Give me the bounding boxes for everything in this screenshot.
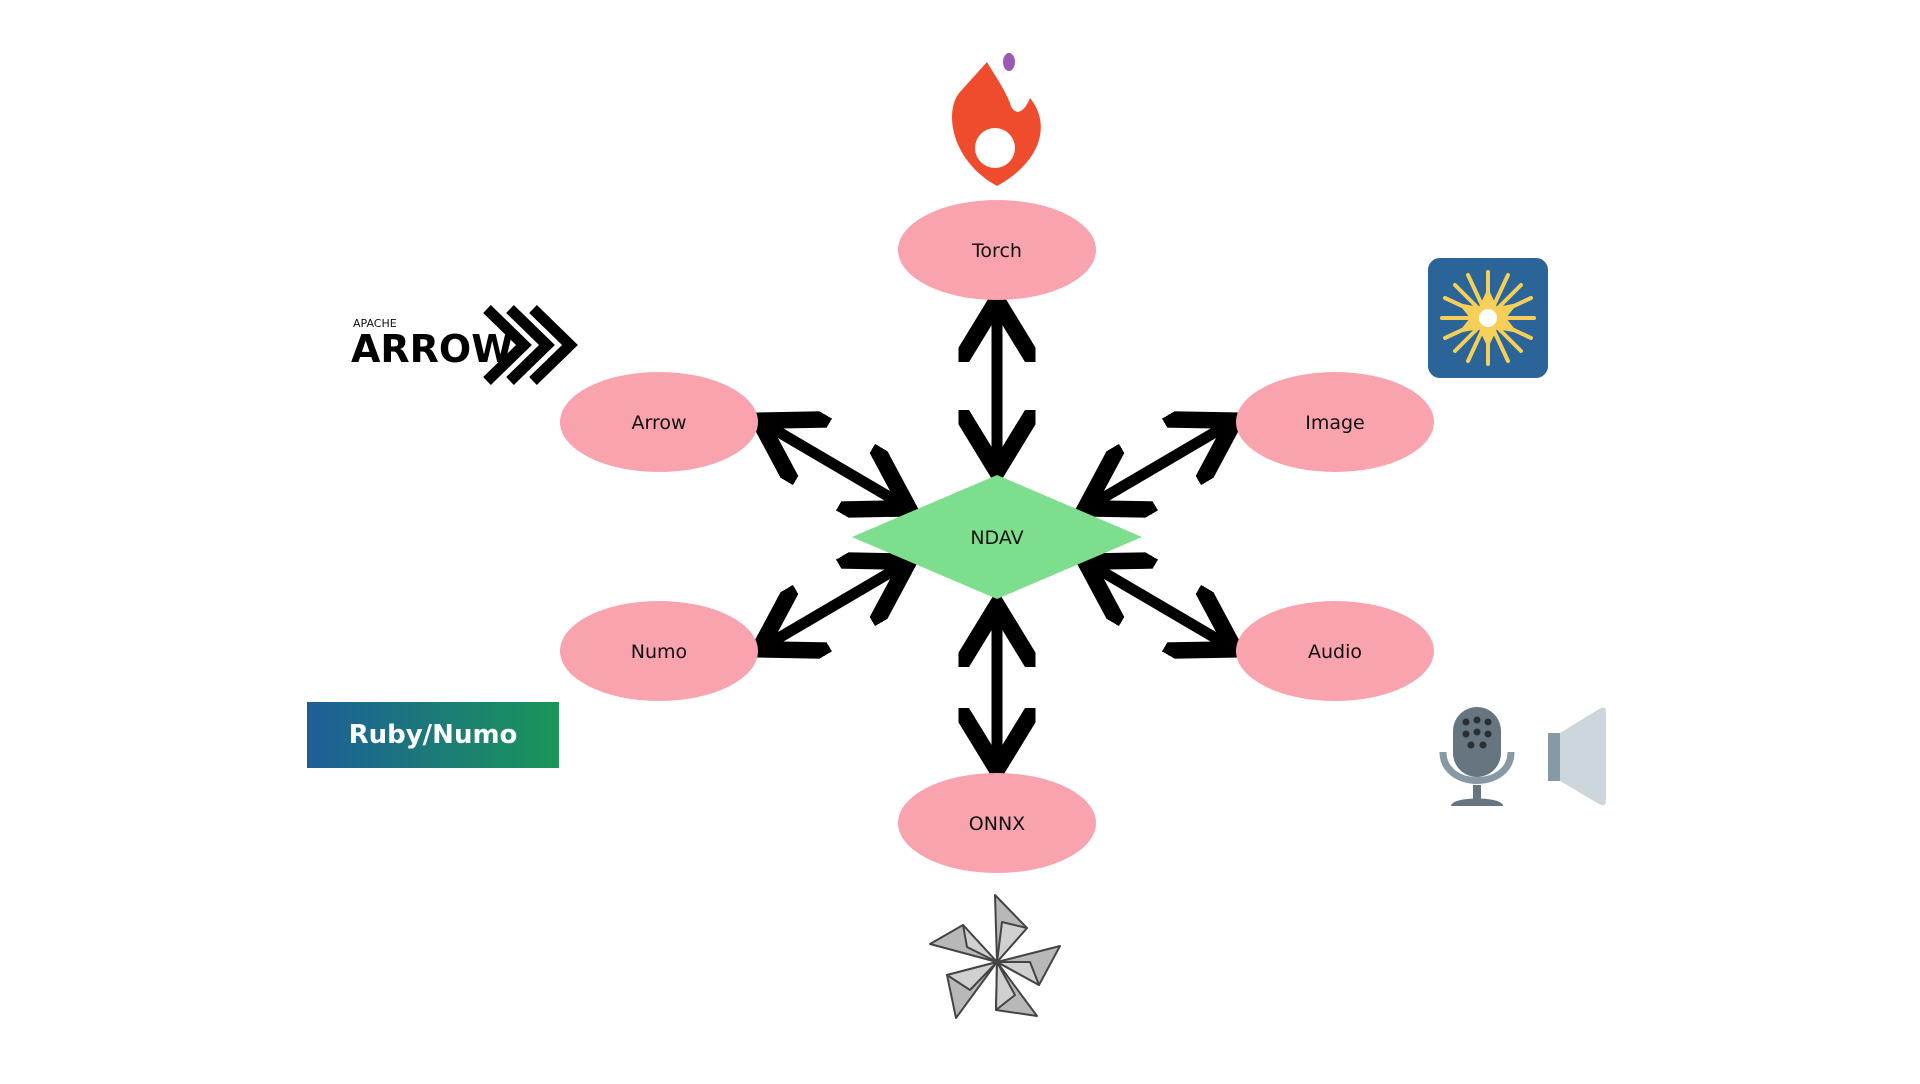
ndav-diamond bbox=[852, 475, 1142, 599]
node-onnx: ONNX bbox=[898, 773, 1096, 873]
onnx-pinwheel-icon bbox=[929, 894, 1061, 1019]
node-audio: Audio bbox=[1236, 601, 1434, 701]
node-image-ellipse bbox=[1236, 372, 1434, 472]
node-torch: Torch bbox=[898, 200, 1096, 300]
node-arrow-ellipse bbox=[560, 372, 758, 472]
ruby-numo-logo-text: Ruby/Numo bbox=[349, 720, 518, 750]
node-image-label: Image bbox=[1305, 412, 1365, 434]
arrow-image-ndav bbox=[1091, 424, 1229, 505]
apache-arrow-logo-big: ARROW bbox=[351, 327, 513, 371]
chevrons-icon bbox=[483, 305, 578, 385]
apache-arrow-logo: APACHE ARROW bbox=[351, 305, 578, 385]
microphone-icon bbox=[1439, 707, 1515, 806]
node-audio-ellipse bbox=[1236, 601, 1434, 701]
arrow-arrow-ndav bbox=[765, 424, 903, 505]
image-sunburst-icon bbox=[1428, 258, 1548, 378]
node-numo-label: Numo bbox=[631, 641, 687, 663]
node-numo: Numo bbox=[560, 601, 758, 701]
ruby-numo-logo: Ruby/Numo bbox=[307, 702, 559, 768]
node-onnx-ellipse bbox=[898, 773, 1096, 873]
ndav-label: NDAV bbox=[970, 527, 1023, 549]
node-numo-ellipse bbox=[560, 601, 758, 701]
torch-flame-icon bbox=[952, 53, 1041, 186]
node-arrow: Arrow bbox=[560, 372, 758, 472]
apache-arrow-logo-small: APACHE bbox=[353, 317, 397, 330]
node-image: Image bbox=[1236, 372, 1434, 472]
arrow-numo-ndav bbox=[765, 565, 903, 646]
node-torch-ellipse bbox=[898, 200, 1096, 300]
arrow-audio-ndav bbox=[1091, 565, 1229, 646]
ndav-node: NDAV bbox=[852, 475, 1142, 599]
speaker-icon bbox=[1548, 707, 1606, 806]
connector-arrows bbox=[765, 307, 1229, 763]
node-audio-label: Audio bbox=[1308, 641, 1362, 663]
node-arrow-label: Arrow bbox=[631, 412, 686, 434]
node-onnx-label: ONNX bbox=[969, 813, 1025, 835]
node-torch-label: Torch bbox=[971, 240, 1022, 262]
